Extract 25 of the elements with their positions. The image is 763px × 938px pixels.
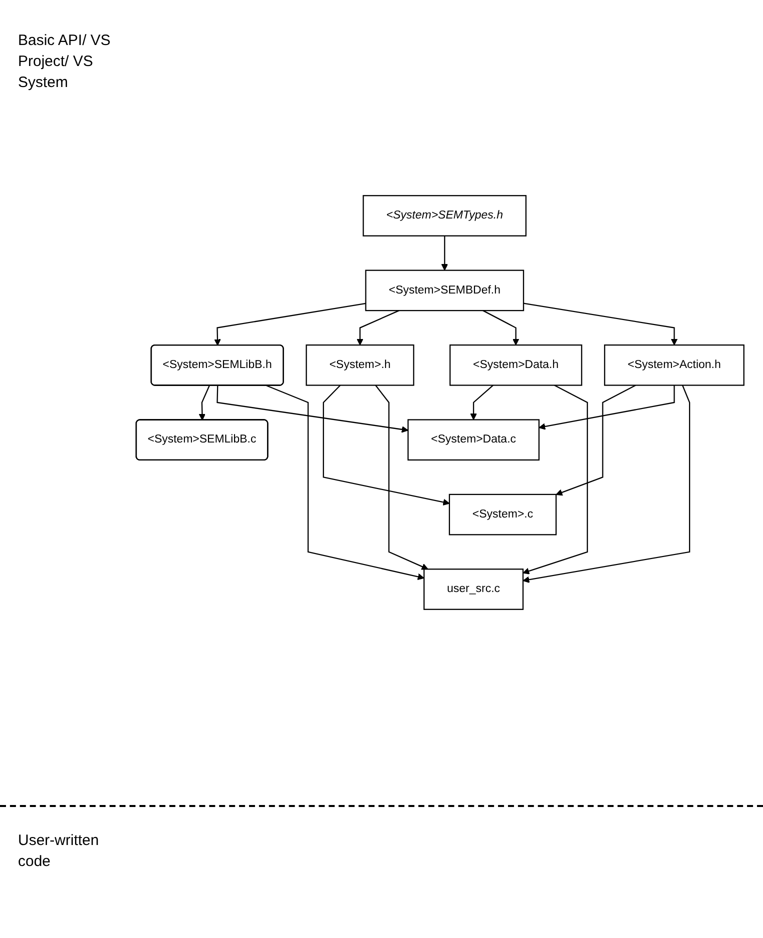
arrow [214,302,366,346]
node-box: <System>Data.c [407,419,540,461]
arrow [522,384,588,574]
node-box: <System>SEMBDef.h [365,270,524,312]
arrow [216,386,408,433]
arrow [470,384,494,420]
arrow [441,236,448,271]
section-label: Basic API/ VS Project/ VS System [18,31,112,93]
arrow [556,384,636,496]
arrow [266,385,424,580]
section-label: User-written code [18,831,100,872]
arrow [523,302,678,346]
node-box: <System>.h [306,344,414,386]
arrow [322,384,450,506]
arrow [356,310,400,346]
arrow [538,385,675,430]
arrow [522,385,690,583]
node-box: <System>Action.h [604,344,744,386]
arrow [482,310,520,346]
arrow [198,385,210,420]
node-box: <System>Data.h [449,344,582,386]
node-box: <System>SEMTypes.h [362,195,527,236]
node-box: user_src.c [423,568,524,610]
node-box: <System>.c [448,494,557,536]
arrow [375,384,428,570]
